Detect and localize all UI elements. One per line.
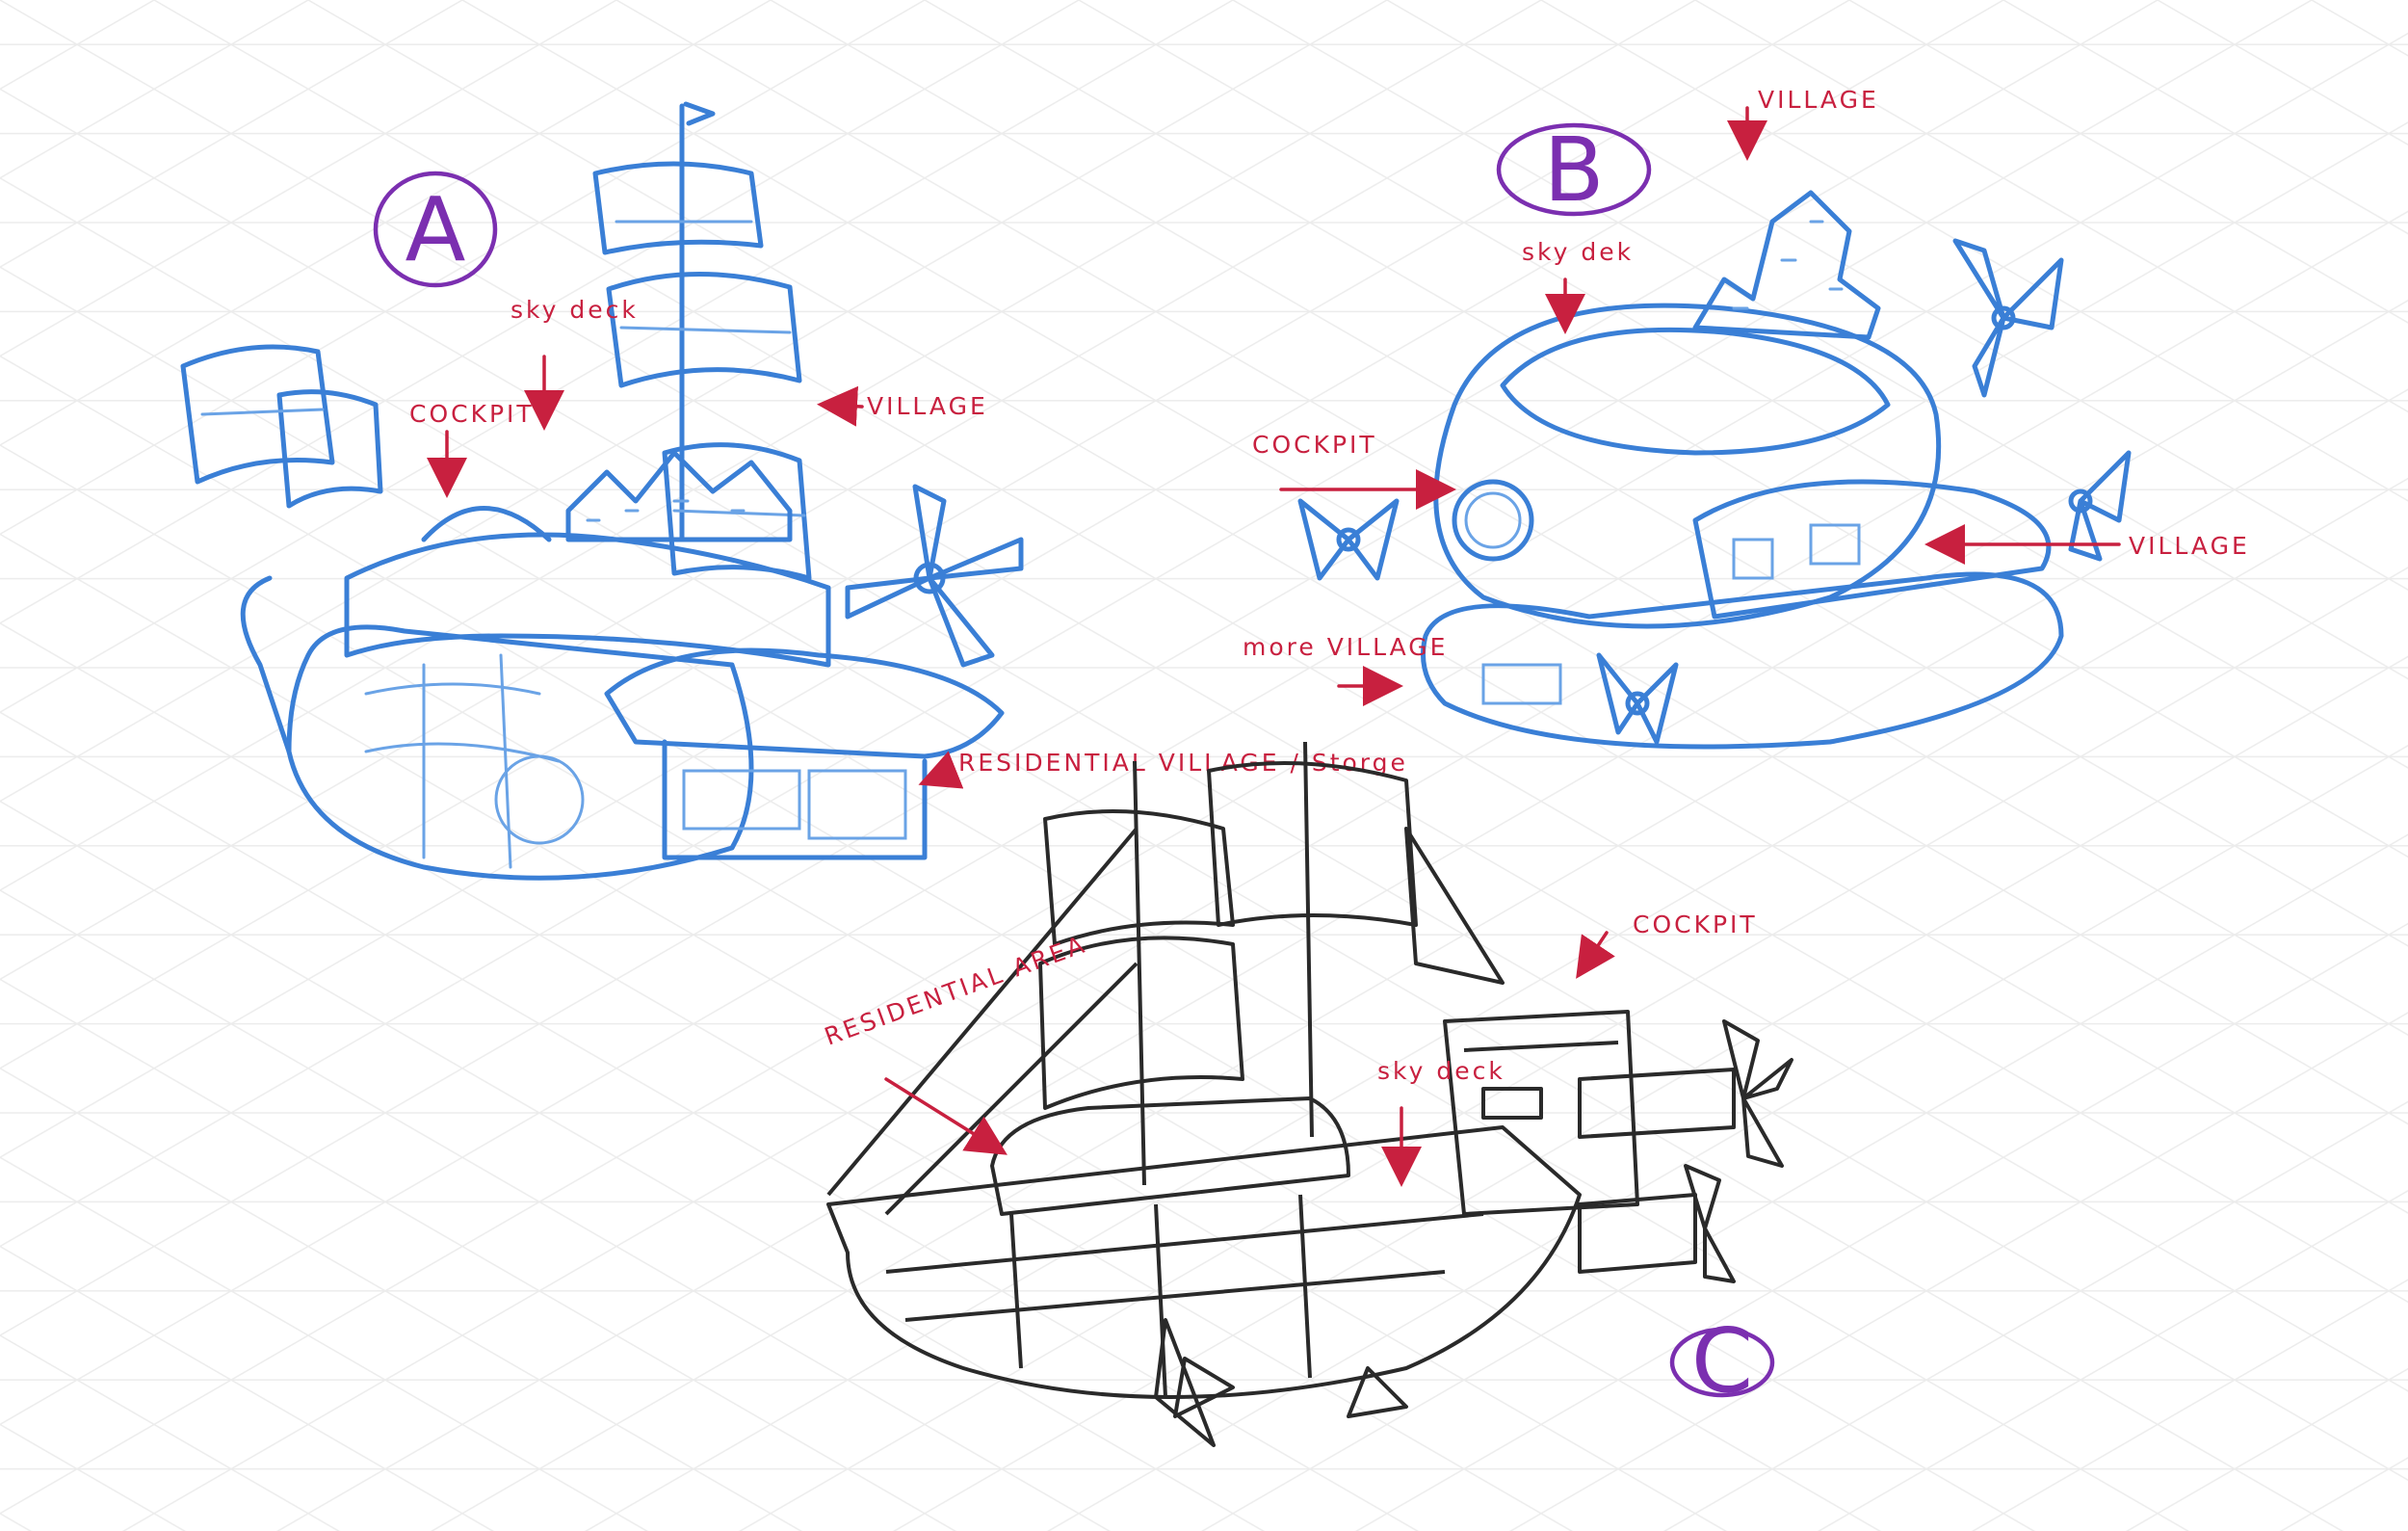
label-b-village-right: VILLAGE (2129, 532, 2250, 560)
letter-c-circle (1669, 1327, 1775, 1398)
label-a-sky-deck: sky deck (510, 296, 639, 324)
label-a-village: VILLAGE (867, 392, 988, 420)
label-b-more-village: more VILLAGE (1243, 633, 1448, 661)
letter-b: B (1543, 119, 1604, 222)
sketch-b-propellers (1297, 238, 2132, 745)
sketch-a-airship: A COCKPIT sky deck VIL (180, 101, 1408, 881)
letter-b-circle (1496, 122, 1652, 217)
letter-a: A (406, 178, 466, 281)
sketch-a-propeller (845, 484, 1024, 668)
label-b-cockpit: COCKPIT (1252, 431, 1377, 459)
sketch-c-propellers (1684, 1019, 1793, 1283)
letter-a-circle (373, 171, 498, 288)
label-c-sky-deck: sky deck (1377, 1057, 1505, 1085)
label-a-cockpit: COCKPIT (409, 400, 535, 428)
label-a-residential: RESIDENTIAL VILLAGE / Storge (958, 749, 1408, 777)
label-b-sky-deck: sky dek (1522, 238, 1634, 266)
letter-c: C (1691, 1309, 1753, 1412)
label-c-cockpit: COCKPIT (1633, 911, 1758, 938)
sketch-b-airship: B VILLAGE sky dek COCKPIT VILLAGE (1243, 86, 2250, 750)
label-b-village-top: VILLAGE (1758, 86, 1879, 114)
